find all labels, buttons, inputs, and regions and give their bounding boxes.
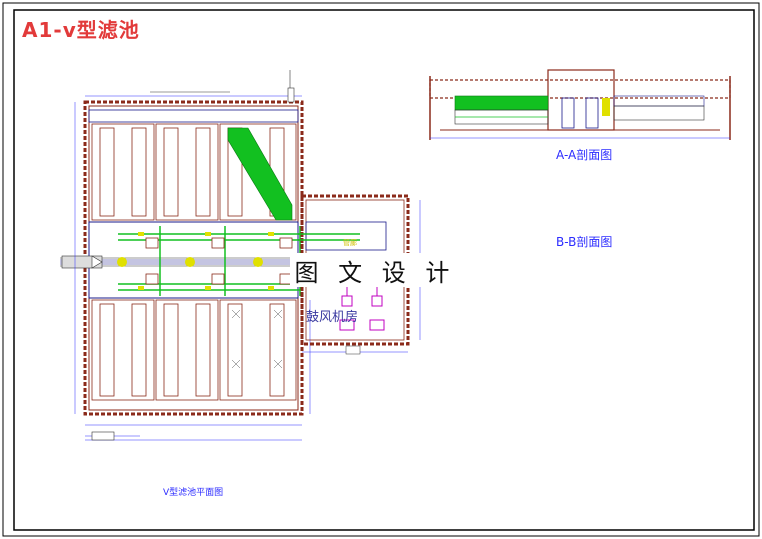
lower-filter-cells xyxy=(91,299,297,401)
section-aa-label: A-A剖面图 xyxy=(556,148,613,162)
drawing-title: A1-v型滤池 xyxy=(22,18,140,42)
filter-plan xyxy=(60,70,311,441)
valves xyxy=(117,232,274,290)
pipe-gallery-label: 管廊 xyxy=(343,239,357,247)
inner-frame xyxy=(13,9,755,531)
blower-room-label: 鼓风机房 xyxy=(306,310,359,325)
watermark: 图 文 设 计 xyxy=(290,253,460,287)
section-aa xyxy=(429,69,731,140)
plan-label: V型滤池平面图 xyxy=(163,488,224,498)
backwash-channel xyxy=(227,127,293,221)
section-bb-label: B-B剖面图 xyxy=(556,235,613,249)
